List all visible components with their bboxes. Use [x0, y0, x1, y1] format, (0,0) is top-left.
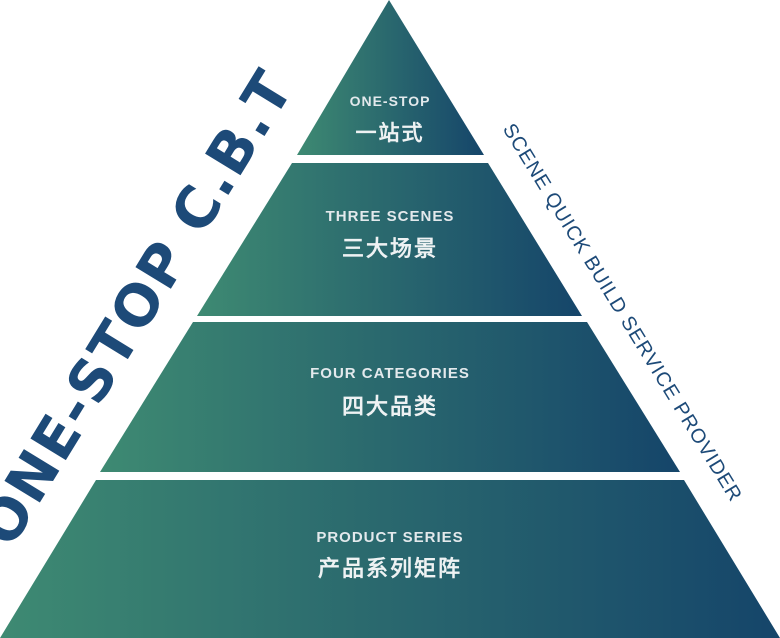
tier-4-shape [0, 480, 780, 638]
tier-1-label-cn: 一站式 [356, 121, 425, 145]
tier-4-label-en: PRODUCT SERIES [316, 529, 463, 546]
tier-2-label-cn: 三大场景 [342, 237, 438, 262]
tier-2-label-en: THREE SCENES [326, 208, 455, 225]
tier-1-shape [297, 0, 484, 155]
tier-2-shape [197, 163, 582, 316]
tier-3-label-cn: 四大品类 [342, 395, 438, 420]
tier-3-shape [100, 322, 680, 472]
tier-3-label-en: FOUR CATEGORIES [310, 365, 470, 382]
tier-4-label-cn: 产品系列矩阵 [318, 556, 462, 582]
tier-1-label-en: ONE-STOP [350, 93, 431, 109]
